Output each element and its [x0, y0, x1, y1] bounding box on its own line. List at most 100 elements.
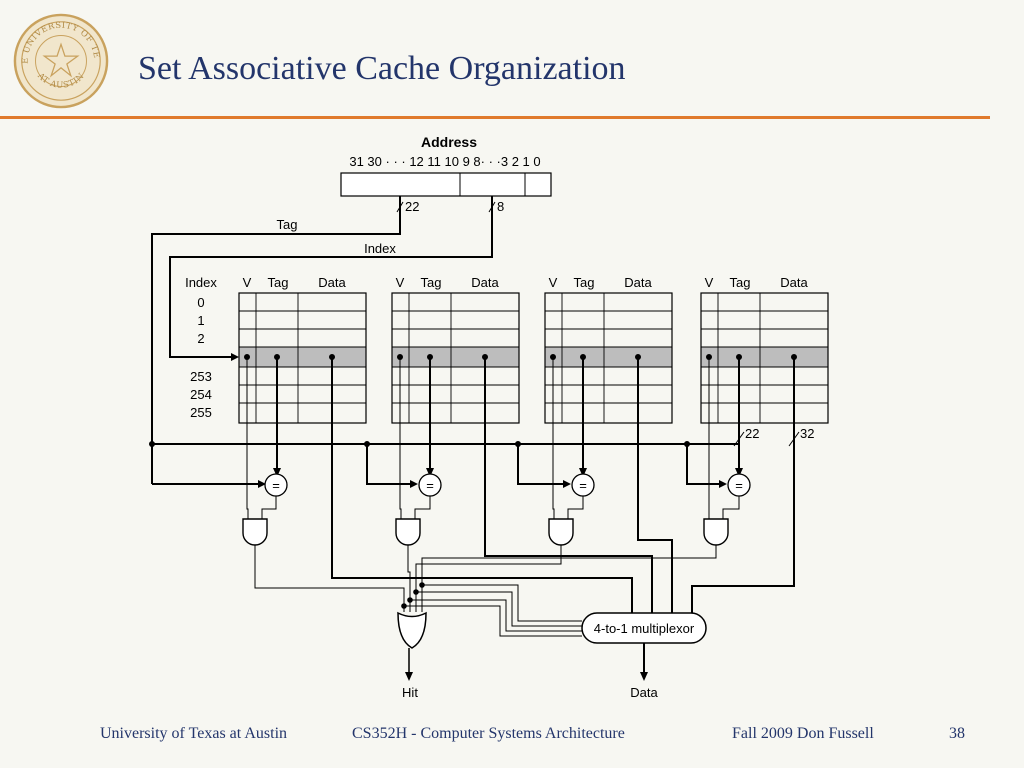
row-label-0: 0: [197, 295, 204, 310]
hit-wire-way2: [415, 545, 562, 612]
way2-tag-junction: [515, 441, 521, 447]
way1-table: [391, 292, 520, 424]
way3-select-dot-2: [791, 354, 797, 360]
way0-select-dot-2: [329, 354, 335, 360]
way1-tag-arrowhead: [426, 468, 434, 477]
mux-label: 4-to-1 multiplexor: [594, 621, 695, 636]
row-label-255: 255: [190, 405, 212, 420]
hit-arrowhead: [405, 672, 413, 681]
way0-tag-arrowhead: [273, 468, 281, 477]
way1-address-tag-arrowhead: [410, 480, 418, 488]
way3-header-data: Data: [780, 275, 808, 290]
tag-bus-wire: [151, 196, 401, 484]
hit-wire-way0: [254, 545, 405, 612]
row-label-254: 254: [190, 387, 212, 402]
way0-header-v: V: [243, 275, 252, 290]
way3-tag-arrowhead: [735, 468, 743, 477]
title-divider: [0, 116, 990, 119]
index-arrowhead: [231, 353, 239, 361]
way1-select-dot-2: [482, 354, 488, 360]
way2-and-gate: [548, 518, 574, 546]
data-bus-way0: [331, 358, 633, 613]
row-label-1: 1: [197, 313, 204, 328]
tag-arrowhead-0: [258, 480, 266, 488]
footer-course: CS352H - Computer Systems Architecture: [352, 725, 625, 742]
select-junction-0: [401, 603, 407, 609]
slide-title: Set Associative Cache Organization: [138, 50, 626, 87]
way0-comparator-symbol: =: [272, 478, 280, 493]
way2-table: [544, 292, 673, 424]
way0-header-data: Data: [318, 275, 346, 290]
address-register: [340, 172, 552, 197]
way1-compare-wire: [414, 496, 431, 519]
select-line-1: [410, 599, 582, 632]
way3-header-tag: Tag: [730, 275, 751, 290]
tag-bus-junction: [149, 441, 155, 447]
data-output-label: Data: [630, 685, 658, 700]
tag-width-label: 22: [405, 199, 419, 214]
way3-table: [700, 292, 829, 424]
way3-and-gate: [703, 518, 729, 546]
row-label-2: 2: [197, 331, 204, 346]
select-junction-3: [419, 582, 425, 588]
hit-label: Hit: [402, 685, 418, 700]
index-bus-wire: [169, 196, 493, 358]
way2-comparator-symbol: =: [579, 478, 587, 493]
way3-header-v: V: [705, 275, 714, 290]
way0-valid-wire: [246, 357, 249, 519]
way3-selected-row: [701, 347, 828, 367]
way3-compare-wire: [722, 496, 740, 519]
footer-institution: University of Texas at Austin: [100, 725, 288, 742]
way1-header-v: V: [396, 275, 405, 290]
way3-tag-junction: [684, 441, 690, 447]
select-junction-2: [413, 589, 419, 595]
data-bus-way1: [484, 358, 653, 613]
way2-address-tag-arrowhead: [563, 480, 571, 488]
select-line-0: [404, 605, 582, 637]
university-seal-icon: THE UNIVERSITY OF TEXAS AT AUSTIN: [12, 12, 109, 109]
footer-page-number: 38: [949, 725, 965, 742]
way0-table: [238, 292, 367, 424]
index-header: Index: [185, 275, 217, 290]
way1-header-data: Data: [471, 275, 499, 290]
select-line-3: [422, 584, 582, 622]
data-arrowhead: [640, 672, 648, 681]
way2-compare-wire: [567, 496, 584, 519]
way1-and-gate: [395, 518, 421, 546]
select-junction-1: [407, 597, 413, 603]
way1-comparator-symbol: =: [426, 478, 434, 493]
way2-select-dot-2: [635, 354, 641, 360]
hit-wire-way1: [407, 545, 411, 612]
index-label: Index: [364, 241, 396, 256]
way2-tag-arrowhead: [579, 468, 587, 477]
way0-selected-row: [239, 347, 366, 367]
way0-and-gate: [242, 518, 268, 546]
row-label-253: 253: [190, 369, 212, 384]
way3-address-tag-wire: [686, 444, 721, 485]
way0-header-tag: Tag: [268, 275, 289, 290]
way2-address-tag-wire: [517, 444, 565, 485]
tag-compare-bus-slash: [733, 431, 745, 447]
way1-tag-junction: [364, 441, 370, 447]
way0-compare-wire: [261, 496, 277, 519]
address-bit-labels: 31 30 · · · 12 11 10 9 8· · ·3 2 1 0: [349, 154, 540, 169]
tag-compare-width: 22: [745, 426, 759, 441]
or-gate: [397, 611, 427, 649]
index-width-label: 8: [497, 199, 504, 214]
footer-term: Fall 2009 Don Fussell: [732, 725, 874, 742]
tag-label: Tag: [277, 217, 298, 232]
way1-valid-wire: [399, 357, 402, 519]
way2-valid-wire: [552, 357, 555, 519]
data-bus-way2: [637, 358, 673, 613]
data-bus-way3: [691, 358, 795, 613]
way2-header-v: V: [549, 275, 558, 290]
way1-header-tag: Tag: [421, 275, 442, 290]
address-title: Address: [421, 134, 477, 150]
data-width: 32: [800, 426, 814, 441]
way1-selected-row: [392, 347, 519, 367]
way2-selected-row: [545, 347, 672, 367]
way2-header-tag: Tag: [574, 275, 595, 290]
way1-address-tag-wire: [366, 444, 412, 485]
